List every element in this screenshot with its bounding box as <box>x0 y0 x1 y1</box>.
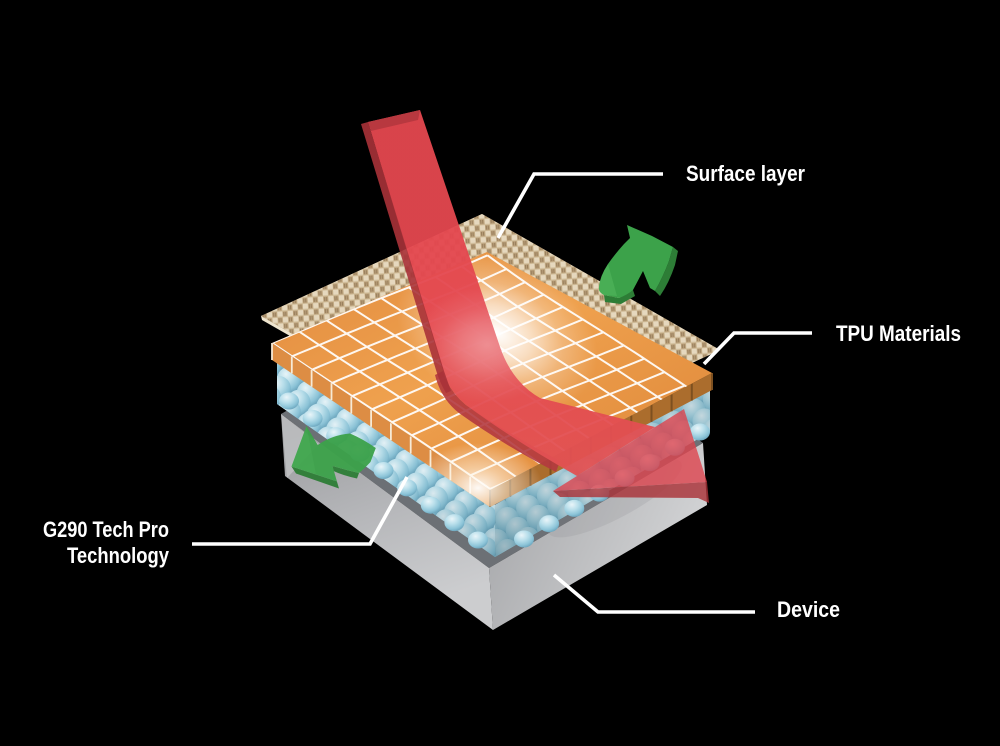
svg-text:Device: Device <box>777 597 840 622</box>
svg-text:TPU Materials: TPU Materials <box>836 321 961 346</box>
svg-text:Surface layer: Surface layer <box>686 161 805 186</box>
svg-text:G290 Tech Pro: G290 Tech Pro <box>43 517 169 542</box>
svg-text:Technology: Technology <box>67 543 170 568</box>
